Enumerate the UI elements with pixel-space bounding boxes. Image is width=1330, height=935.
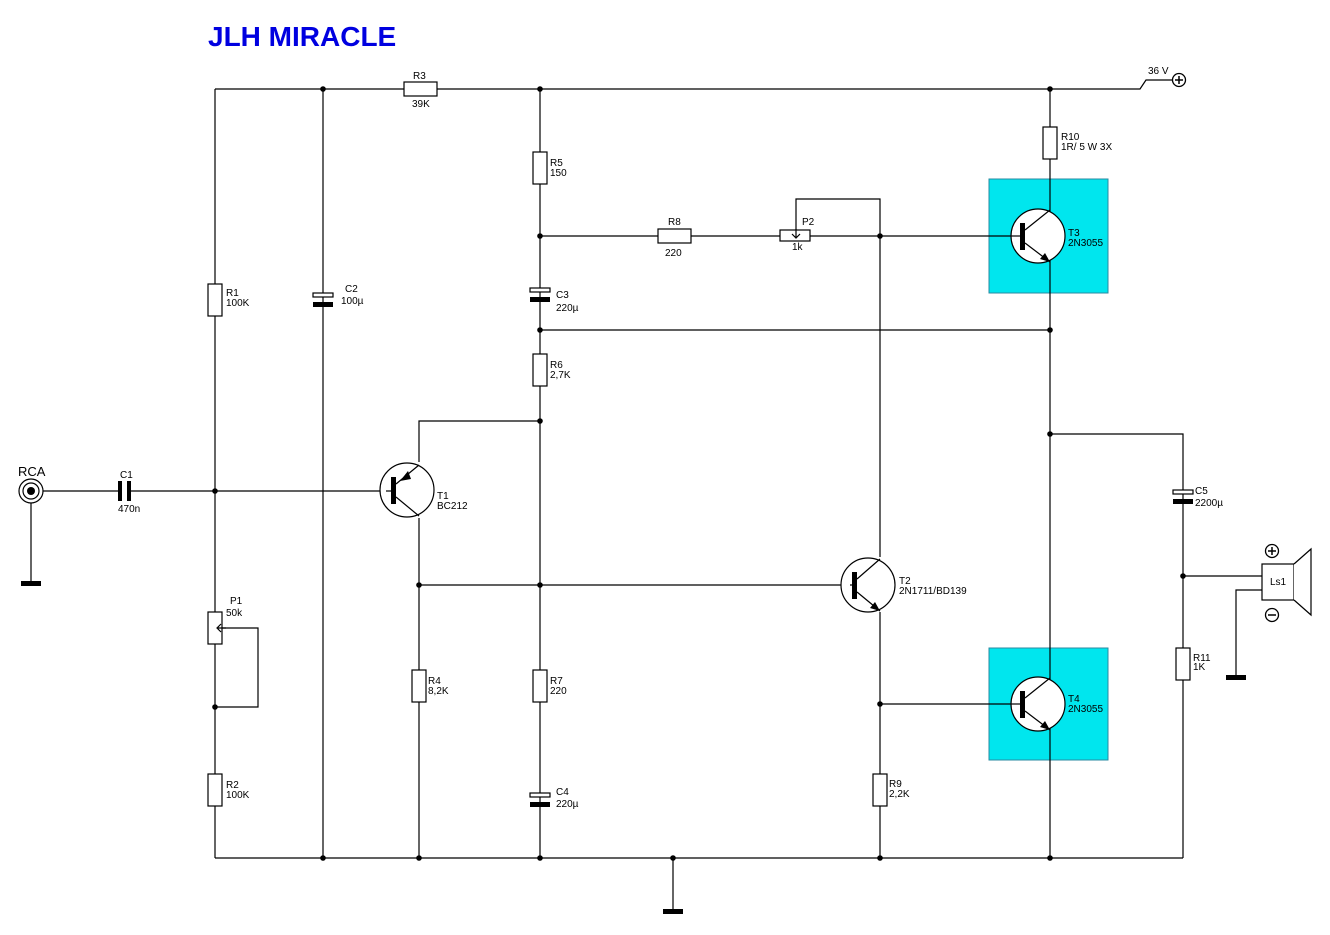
r5-value: 150	[550, 168, 567, 179]
resistor-r7: R7 220	[532, 669, 567, 703]
r6-value: 2,7K	[550, 370, 571, 381]
resistor-r9: R9 2,2K	[872, 773, 910, 807]
t3-value: 2N3055	[1068, 238, 1103, 249]
capacitor-c1: C1 470n	[118, 470, 140, 515]
r5-ref: R5	[550, 158, 563, 169]
p1-value: 50k	[226, 608, 243, 619]
t4-ref: T4	[1068, 694, 1080, 705]
r3-ref: R3	[413, 71, 426, 82]
r10-ref: R10	[1061, 132, 1080, 143]
r8-ref: R8	[668, 217, 681, 228]
ground-symbol-speaker	[1226, 675, 1246, 680]
r1-value: 100K	[226, 298, 250, 309]
transistor-t2: T2 2N1711/BD139	[840, 557, 967, 613]
r9-value: 2,2K	[889, 789, 910, 800]
r9-ref: R9	[889, 779, 902, 790]
resistor-r10: R10 1R/ 5 W 3X	[1042, 126, 1112, 160]
r6-ref: R6	[550, 360, 563, 371]
supply-label: 36 V	[1148, 66, 1169, 77]
r1-ref: R1	[226, 288, 239, 299]
capacitor-c5: C5 2200µ	[1172, 486, 1223, 509]
t4-value: 2N3055	[1068, 704, 1103, 715]
ground-symbol-input	[21, 581, 41, 586]
supply-terminal: 36 V	[1148, 66, 1187, 88]
p2-ref: P2	[802, 217, 815, 228]
capacitor-c2: C2 100µ	[312, 284, 364, 307]
r4-value: 8,2K	[428, 686, 449, 697]
t3-ref: T3	[1068, 228, 1080, 239]
t1-ref: T1	[437, 491, 449, 502]
c2-ref: C2	[345, 284, 358, 295]
capacitor-c3: C3 220µ	[529, 287, 579, 314]
c4-value: 220µ	[556, 799, 579, 810]
resistor-r4: R4 8,2K	[411, 669, 449, 703]
t2-value: 2N1711/BD139	[899, 586, 967, 597]
rca-label: RCA	[18, 464, 46, 479]
resistor-r6: R6 2,7K	[532, 353, 571, 387]
c3-ref: C3	[556, 290, 569, 301]
rca-connector: RCA	[18, 464, 46, 504]
transistor-t3: T3 2N3055	[1010, 208, 1103, 264]
r11-value: 1K	[1193, 662, 1206, 673]
transistor-t4: T4 2N3055	[1010, 676, 1103, 732]
r8-value: 220	[665, 248, 682, 259]
t1-value: BC212	[437, 501, 468, 512]
c4-ref: C4	[556, 787, 569, 798]
r4-ref: R4	[428, 676, 441, 687]
capacitor-c4: C4 220µ	[529, 787, 579, 810]
potentiometer-p2: P2 1k	[779, 217, 815, 253]
r11-ref: R11	[1193, 653, 1211, 664]
potentiometer-p1: P1 50k	[207, 596, 243, 645]
r10-value: 1R/ 5 W 3X	[1061, 142, 1112, 153]
r7-value: 220	[550, 686, 567, 697]
c5-ref: C5	[1195, 486, 1208, 497]
c1-ref: C1	[120, 470, 133, 481]
r3-value: 39K	[412, 99, 430, 110]
loudspeaker-ls1: Ls1	[1261, 543, 1312, 623]
ground-symbol-main	[663, 909, 683, 914]
t2-ref: T2	[899, 576, 911, 587]
c5-value: 2200µ	[1195, 498, 1223, 509]
resistor-r2: R2 100K	[207, 773, 250, 807]
resistor-r8: R8 220	[657, 217, 692, 259]
r7-ref: R7	[550, 676, 563, 687]
resistor-r5: R5 150	[532, 151, 567, 185]
resistor-r1: R1 100K	[207, 283, 250, 317]
r2-ref: R2	[226, 780, 239, 791]
p2-value: 1k	[792, 242, 804, 253]
r2-value: 100K	[226, 790, 250, 801]
c1-value: 470n	[118, 504, 140, 515]
c2-value: 100µ	[341, 296, 364, 307]
diagram-title: JLH MIRACLE	[208, 21, 396, 52]
p1-ref: P1	[230, 596, 243, 607]
resistor-r11: R11 1K	[1175, 647, 1211, 681]
resistor-r3: R3 39K	[403, 71, 438, 110]
ls1-ref: Ls1	[1270, 577, 1287, 588]
c3-value: 220µ	[556, 303, 579, 314]
junctions	[212, 86, 1186, 861]
transistor-t1: T1 BC212	[379, 462, 468, 518]
